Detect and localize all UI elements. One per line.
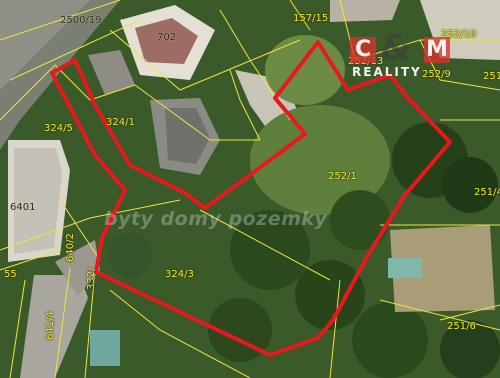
watermark-box-right [424, 37, 450, 63]
agency-watermark: C & M REALITY [350, 31, 450, 81]
property-boundary [50, 40, 452, 357]
watermark-reality: REALITY [352, 65, 422, 79]
tree [108, 233, 152, 277]
pool [388, 258, 422, 278]
watermark-letter-m: M [426, 37, 448, 62]
parcel-label-252-10: 252/10 [441, 29, 477, 40]
watermark-letter-c: C [355, 37, 372, 62]
parcel-label-640-2: 640/2 [65, 233, 76, 262]
tree [152, 272, 208, 328]
parcel-label-252-9: 252/9 [422, 69, 451, 80]
tree [330, 190, 390, 250]
tree [230, 210, 310, 290]
parcel-label-251-6: 251/6 [447, 321, 476, 332]
parcel-label-251-4: 251/4 [474, 187, 500, 198]
pool-2 [90, 330, 120, 366]
building-center-roof [165, 108, 210, 164]
watermark-slogan: byty domy pozemky [104, 208, 328, 230]
parcel-label-251: 251/ [483, 71, 500, 82]
garden-sand [390, 225, 495, 312]
parcel-label-6401: 6401 [10, 202, 36, 213]
watermark-box-left [350, 37, 376, 63]
parcel-label-332: 332/ [86, 267, 97, 290]
tree [442, 157, 498, 213]
building-top-right-2 [330, 0, 400, 22]
lawn [250, 105, 390, 215]
building-top-left [88, 50, 135, 95]
tree [352, 302, 428, 378]
building-bottom-left [20, 275, 88, 378]
building-left-roof [14, 148, 62, 254]
parcel-label-252-1: 252/1 [328, 171, 357, 182]
parcel-label-324-3: 324/3 [165, 269, 194, 280]
parcel-label-324-1: 324/1 [106, 117, 135, 128]
parcel-label-2500-19: 2500/19 [60, 15, 102, 26]
parcel-label-324-5: 324/5 [44, 123, 73, 134]
building-702-roof [135, 18, 198, 64]
building-small [55, 240, 100, 296]
watermark-ampersand: & [380, 28, 412, 69]
parcel-label-641-4: 641/4 [45, 311, 56, 340]
parcel-label-157-15: 157/15 [293, 13, 329, 24]
tree [440, 320, 500, 378]
parcel-label-55: 55 [4, 269, 17, 280]
tree [295, 260, 365, 330]
parcel-label-702: 702 [157, 32, 177, 43]
tree [208, 298, 272, 362]
road-light [0, 0, 90, 90]
